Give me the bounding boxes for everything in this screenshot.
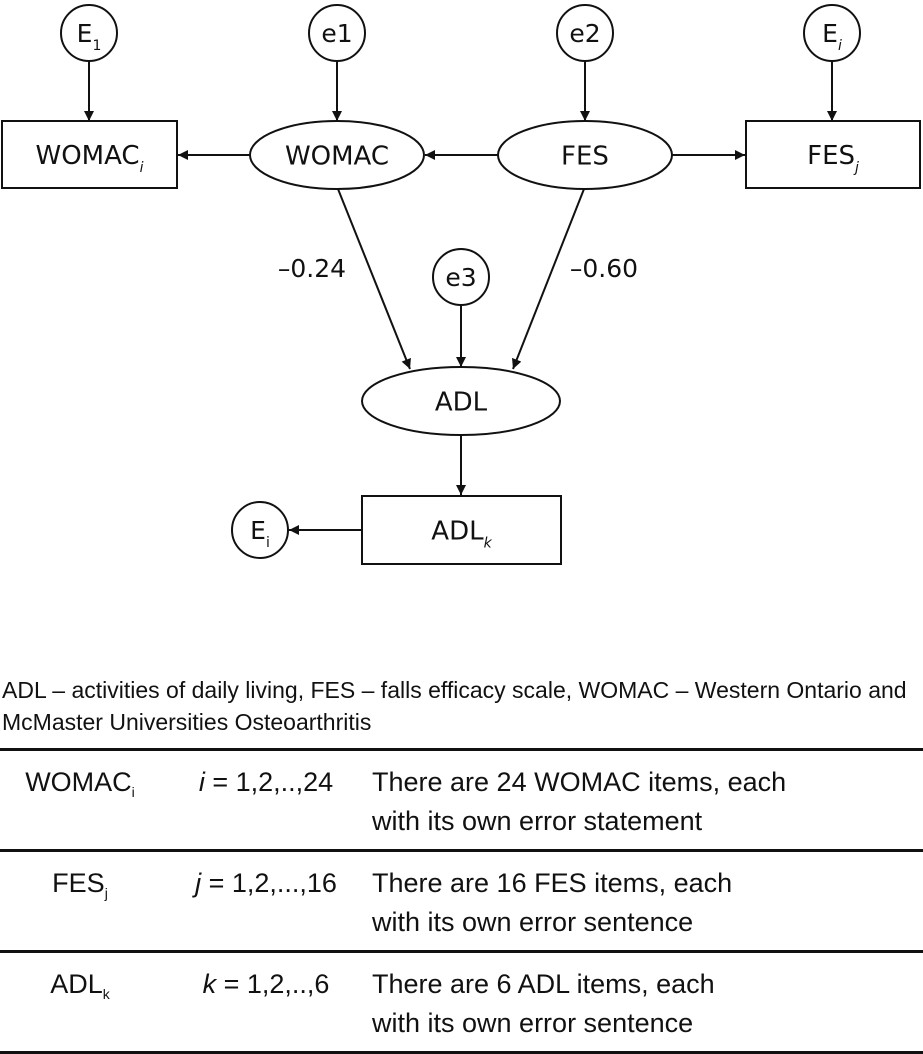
error-node-ei_bottom bbox=[231, 501, 289, 559]
variable-cell: ADLk bbox=[50, 969, 110, 1002]
variable-cell: WOMACi bbox=[25, 767, 135, 800]
latent-node-womac bbox=[249, 120, 425, 190]
coef-womac-adl: –0.24 bbox=[278, 254, 346, 283]
figure-caption: ADL – activities of daily living, FES – … bbox=[2, 677, 907, 735]
observed-node-label: ADLk bbox=[431, 516, 492, 551]
error-node-label: e2 bbox=[569, 19, 600, 48]
latent-node-adl bbox=[361, 366, 561, 436]
observed-node-label: WOMACi bbox=[36, 141, 144, 176]
edges bbox=[84, 61, 837, 535]
observed-node-label: FESj bbox=[807, 141, 859, 176]
table-row: ADLk k = 1,2,..,6 There are 6 ADL items,… bbox=[0, 951, 923, 1053]
error-node-e1 bbox=[60, 4, 118, 62]
range-cell: k = 1,2,..,6 bbox=[202, 969, 330, 999]
latent-node-label: FES bbox=[561, 141, 609, 171]
error-node-label: E1 bbox=[77, 19, 102, 54]
table-row: FESj j = 1,2,...,16 There are 16 FES ite… bbox=[0, 850, 923, 952]
observed-node-adlk bbox=[361, 495, 562, 565]
edge-fes-to-adl bbox=[512, 188, 585, 370]
range-cell: i = 1,2,..,24 bbox=[198, 767, 334, 797]
error-node-e3 bbox=[432, 248, 490, 306]
variable-cell: FESj bbox=[52, 868, 108, 901]
error-node-e2 bbox=[556, 4, 614, 62]
coef-fes-adl: –0.60 bbox=[570, 254, 638, 283]
error-node-label: Ei bbox=[822, 19, 842, 54]
observed-node-womaci bbox=[1, 120, 178, 189]
observed-node-fesj bbox=[745, 120, 921, 189]
edge-womac-to-adl bbox=[337, 188, 411, 370]
table-row: WOMACi i = 1,2,..,24 There are 24 WOMAC … bbox=[0, 749, 923, 851]
legend-table: WOMACi i = 1,2,..,24 There are 24 WOMAC … bbox=[0, 748, 923, 1054]
latent-node-fes bbox=[497, 120, 673, 190]
error-node-label: Ei bbox=[250, 516, 270, 551]
error-node-ei_top bbox=[803, 4, 861, 62]
error-node-label: e3 bbox=[445, 263, 476, 292]
latent-node-label: ADL bbox=[435, 387, 488, 417]
range-cell: j = 1,2,...,16 bbox=[195, 868, 337, 898]
error-node-e1 bbox=[308, 4, 366, 62]
error-node-label: e1 bbox=[321, 19, 352, 48]
latent-node-label: WOMAC bbox=[285, 141, 389, 171]
